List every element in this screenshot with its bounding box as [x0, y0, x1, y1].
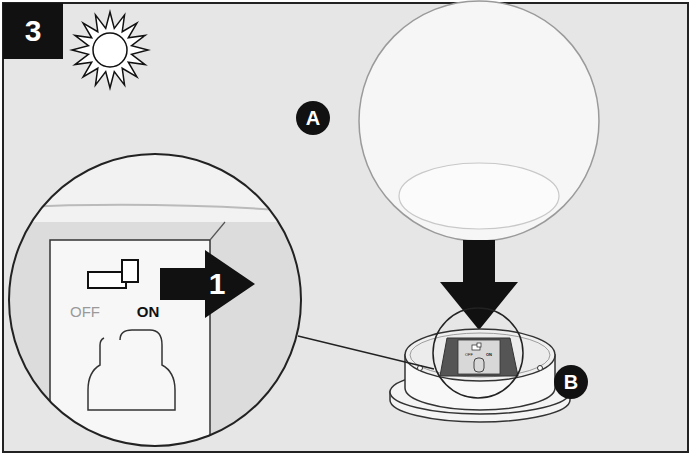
step-badge: [3, 3, 63, 59]
leader-line: [298, 336, 434, 369]
switch-label: OFF: [465, 353, 473, 357]
callout-letter: B: [564, 372, 578, 392]
zoom-circle: [9, 154, 301, 446]
zoom-view: [0, 150, 310, 455]
sun-symbol: [72, 12, 148, 88]
switch-label: ON: [486, 353, 492, 357]
callout-circle: [554, 365, 588, 399]
step-number: 1: [209, 269, 226, 299]
callout-letter: A: [306, 108, 320, 128]
step-number: 3: [25, 16, 42, 46]
switch-label: ON: [137, 304, 160, 319]
callout-circle: [296, 101, 330, 135]
switch-label: OFF: [70, 304, 100, 319]
globe-lamp: [359, 1, 599, 241]
